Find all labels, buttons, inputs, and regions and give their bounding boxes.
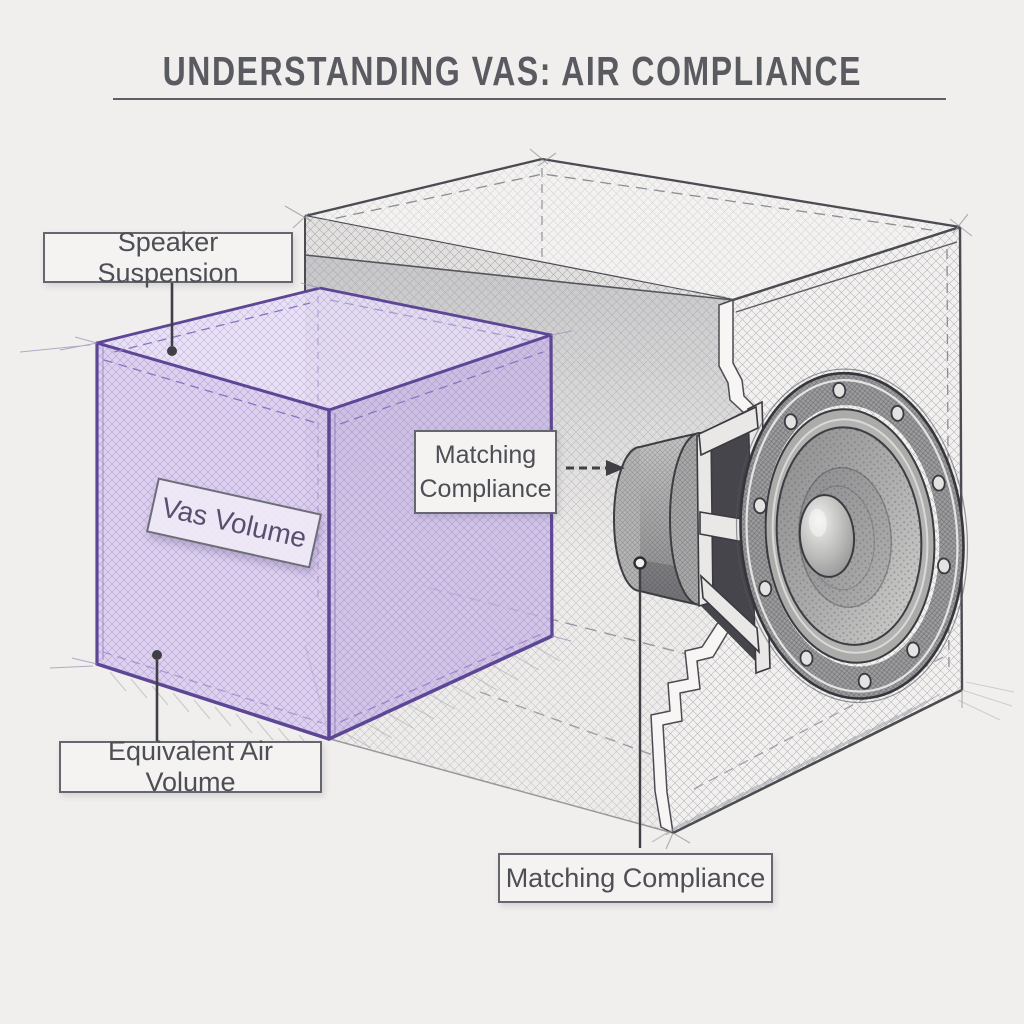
driver-dust-cap — [798, 494, 856, 578]
page-title-text: UNDERSTANDING VAS: AIR COMPLIANCE — [162, 48, 862, 94]
flange-screws — [753, 381, 951, 690]
speaker-driver — [613, 368, 969, 704]
callout-matching-compliance-line1: Matching — [434, 441, 537, 469]
leader-dot-suspension — [167, 346, 177, 356]
cube-shadow — [109, 645, 561, 755]
sketch-corner-ticks — [284, 148, 973, 850]
leader-dot-equivalent — [152, 650, 162, 660]
callout-leaders — [152, 283, 647, 848]
cube-hidden-edges — [102, 296, 547, 724]
callout-matching-compliance-line2: Compliance — [419, 475, 552, 503]
leader-dot-magnet — [633, 556, 647, 570]
cube-edge-doubles — [102, 346, 336, 735]
callout-speaker-suspension: Speaker Suspension — [43, 227, 293, 288]
ground-shadow — [651, 693, 941, 843]
callout-matching-compliance-bottom-label: Matching Compliance — [505, 862, 766, 893]
corner-guides-right — [957, 681, 1015, 721]
page-title: UNDERSTANDING VAS: AIR COMPLIANCE — [0, 48, 1024, 95]
driver-flange — [735, 368, 969, 704]
callout-matching-compliance-bottom: Matching Compliance — [498, 853, 773, 903]
leader-matching-compliance-bottom — [633, 556, 647, 848]
compliance-arrow — [566, 460, 625, 476]
callout-equivalent-air-volume: Equivalent Air Volume — [59, 736, 322, 797]
cube-top-face — [97, 288, 551, 410]
cube-corner-ticks — [19, 282, 573, 669]
leader-equivalent-air-volume — [152, 650, 162, 741]
callout-equivalent-air-volume-label: Equivalent Air Volume — [107, 736, 274, 797]
arrowhead-icon — [606, 460, 625, 476]
callout-matching-compliance: Matching Compliance — [414, 430, 557, 514]
callout-speaker-suspension-label: Speaker Suspension — [97, 226, 239, 288]
leader-speaker-suspension — [167, 283, 177, 356]
title-underline — [113, 98, 946, 100]
